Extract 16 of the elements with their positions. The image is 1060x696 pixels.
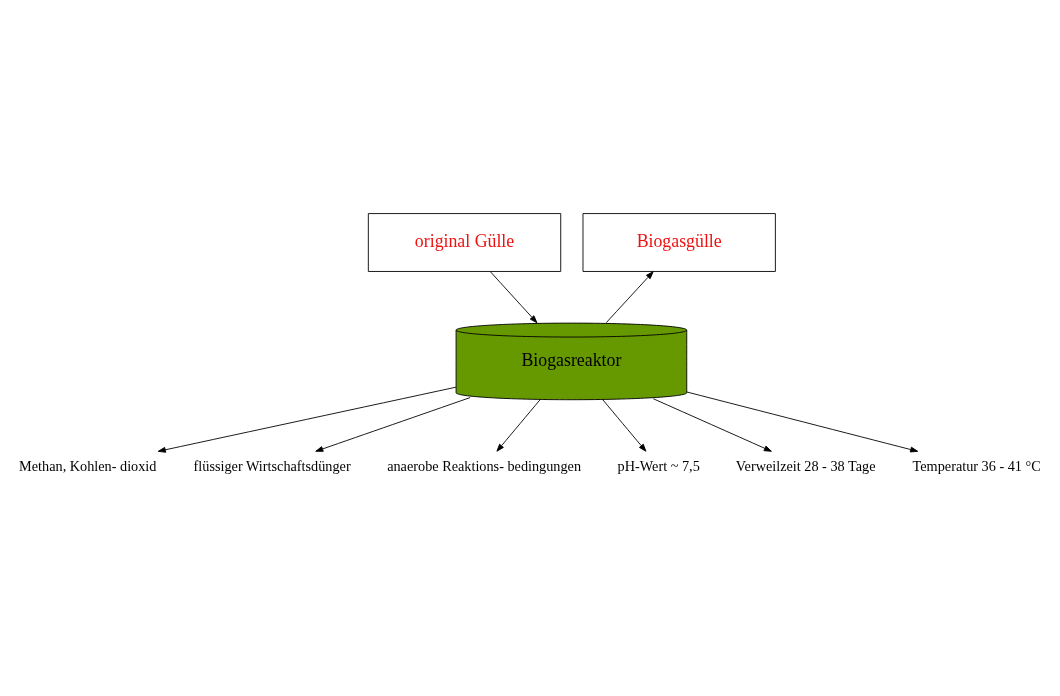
arrow — [605, 270, 654, 323]
arrow — [496, 399, 541, 452]
node-text: Verweilzeit 28 - 38 Tage — [735, 457, 876, 474]
arrow — [315, 396, 471, 452]
arrow — [602, 399, 647, 452]
node-text: anaerobe Reaktions- bedingungen — [387, 457, 582, 474]
node-text: flüssiger Wirtschaftsdünger — [193, 457, 351, 474]
arrow — [686, 391, 919, 452]
arrow — [489, 270, 538, 323]
node-text: Temperatur 36 - 41 °C — [912, 457, 1041, 474]
node-text: Methan, Kohlen- dioxid — [19, 457, 157, 474]
node-box: Biogasgülle — [582, 212, 776, 272]
arrow — [157, 386, 457, 453]
arrow — [652, 397, 772, 452]
node-text: pH-Wert ~ 7,5 — [617, 457, 700, 474]
node-box: original Gülle — [367, 212, 562, 272]
